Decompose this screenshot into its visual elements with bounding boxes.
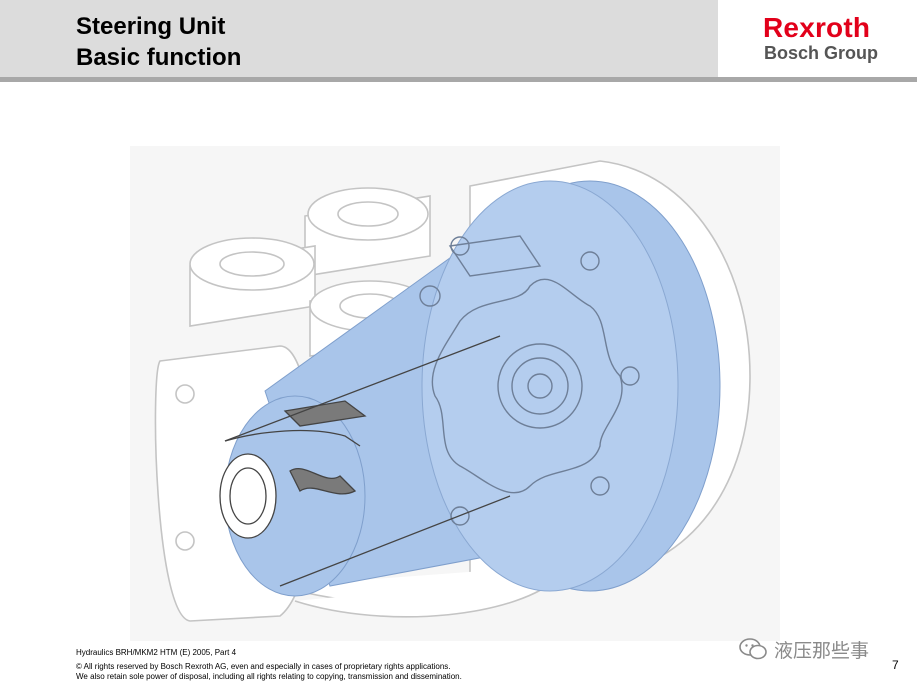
wechat-icon bbox=[739, 638, 767, 660]
footer-meta: Hydraulics BRH/MKM2 HTM (E) 2005, Part 4 bbox=[76, 648, 237, 657]
title-line-1: Steering Unit bbox=[76, 13, 226, 40]
slide-title: Steering Unit Basic function bbox=[76, 11, 241, 73]
spool-sleeve bbox=[219, 335, 511, 587]
page-number: 7 bbox=[892, 658, 899, 672]
footer-rights-line-1: © All rights reserved by Bosch Rexroth A… bbox=[76, 662, 451, 671]
title-line-2: Basic function bbox=[76, 44, 242, 71]
logo-box bbox=[718, 0, 917, 77]
footer-rights-line-2: We also retain sole power of disposal, i… bbox=[76, 672, 462, 681]
watermark-text: 液压那些事 bbox=[774, 639, 870, 662]
watermark: 液压那些事 bbox=[738, 636, 869, 662]
header-rule bbox=[0, 77, 917, 82]
steering-unit-illustration bbox=[130, 146, 780, 641]
gerotor-detail bbox=[419, 235, 640, 526]
highlighted-rotor-group bbox=[224, 180, 721, 597]
bosch-group-logo: Bosch Group bbox=[764, 43, 879, 63]
rexroth-logo: Rexroth bbox=[763, 12, 871, 43]
